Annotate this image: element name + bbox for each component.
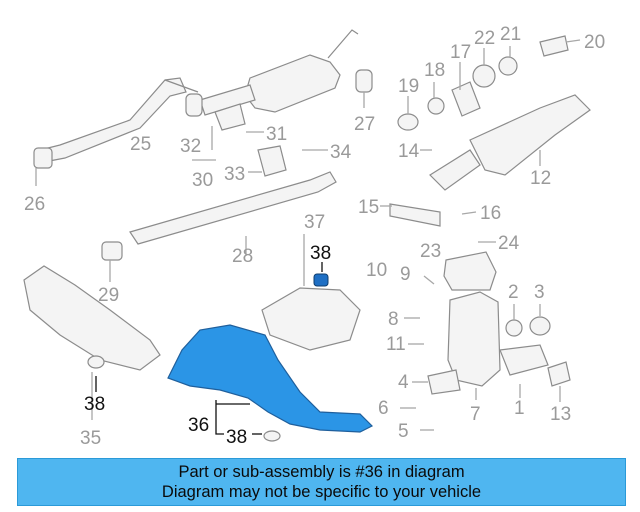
leader-lines	[35, 39, 581, 435]
heat-shield-36-highlighted[interactable]	[167, 324, 374, 433]
hanger-32	[185, 93, 203, 117]
bracket-4	[427, 369, 461, 395]
gasket-13	[547, 361, 571, 387]
callout-8: 8	[388, 309, 399, 330]
grommet-38-bottom	[263, 430, 281, 442]
callout-7: 7	[470, 404, 481, 425]
banner-line-2: Diagram may not be specific to your vehi…	[161, 483, 482, 501]
callout-labels: 20 21 22 17 18 19 25 27 32 31 34 30 33 1…	[24, 24, 605, 449]
callout-3: 3	[534, 282, 545, 303]
info-banner: Part or sub-assembly is #36 in diagram D…	[17, 458, 626, 506]
callout-32: 32	[180, 136, 201, 157]
callout-2: 2	[508, 282, 519, 303]
callout-38-left: 38	[84, 394, 105, 415]
callout-37: 37	[304, 212, 325, 233]
muffler	[199, 29, 359, 116]
gasket-18	[427, 97, 445, 115]
callout-15: 15	[358, 197, 379, 218]
intermediate-pipe	[129, 171, 337, 245]
callout-18: 18	[424, 60, 445, 81]
callout-35: 35	[80, 428, 101, 449]
heat-shield-35	[23, 265, 161, 371]
callout-9: 9	[400, 264, 411, 285]
callout-14: 14	[398, 141, 420, 162]
callout-4: 4	[398, 372, 409, 393]
grommet-38-left	[87, 355, 105, 369]
callout-5: 5	[398, 421, 409, 442]
clamp-3	[529, 316, 551, 336]
callout-23: 23	[420, 241, 441, 262]
callout-34: 34	[330, 142, 352, 163]
callout-11: 11	[386, 334, 406, 355]
gasket-21	[498, 56, 518, 76]
callout-24: 24	[498, 233, 520, 254]
banner-line-1: Part or sub-assembly is #36 in diagram	[178, 463, 465, 481]
callout-28: 28	[232, 246, 253, 267]
flex-pipe-17	[451, 81, 481, 117]
callout-33: 33	[224, 164, 245, 185]
callout-13: 13	[550, 404, 571, 425]
callout-12: 12	[530, 168, 551, 189]
callout-27: 27	[354, 114, 375, 135]
sensor-23	[443, 251, 497, 291]
heat-shield-37	[261, 287, 361, 351]
bracket-33	[257, 145, 287, 177]
clamp-19	[397, 113, 419, 131]
callout-16: 16	[480, 203, 501, 224]
callout-22: 22	[474, 28, 495, 49]
callout-38-top: 38	[310, 243, 331, 264]
callout-6: 6	[378, 398, 389, 419]
callout-31: 31	[266, 124, 287, 145]
callout-20: 20	[584, 32, 605, 53]
callout-25: 25	[130, 134, 151, 155]
callout-36: 36	[188, 415, 209, 436]
clamp-29	[101, 241, 123, 261]
pipe-20	[539, 35, 569, 57]
callout-26: 26	[24, 194, 45, 215]
callout-1: 1	[514, 398, 525, 419]
hanger-27	[355, 69, 373, 93]
flange-22	[472, 64, 496, 88]
callout-30: 30	[192, 170, 213, 191]
callout-17: 17	[450, 42, 471, 63]
callout-29: 29	[98, 285, 119, 306]
clamp-26	[33, 147, 53, 169]
callout-38-bottom: 38	[226, 427, 247, 448]
callout-10: 10	[366, 260, 387, 281]
catalytic-converter	[429, 94, 591, 191]
callout-19: 19	[398, 76, 419, 97]
grommet-38-top	[313, 273, 329, 287]
heat-shield-15	[389, 203, 441, 227]
gasket-2	[505, 319, 523, 337]
exhaust-pipe-front	[39, 77, 199, 163]
callout-21: 21	[500, 24, 521, 45]
bracket-31	[214, 103, 246, 131]
converter-1	[447, 291, 549, 387]
